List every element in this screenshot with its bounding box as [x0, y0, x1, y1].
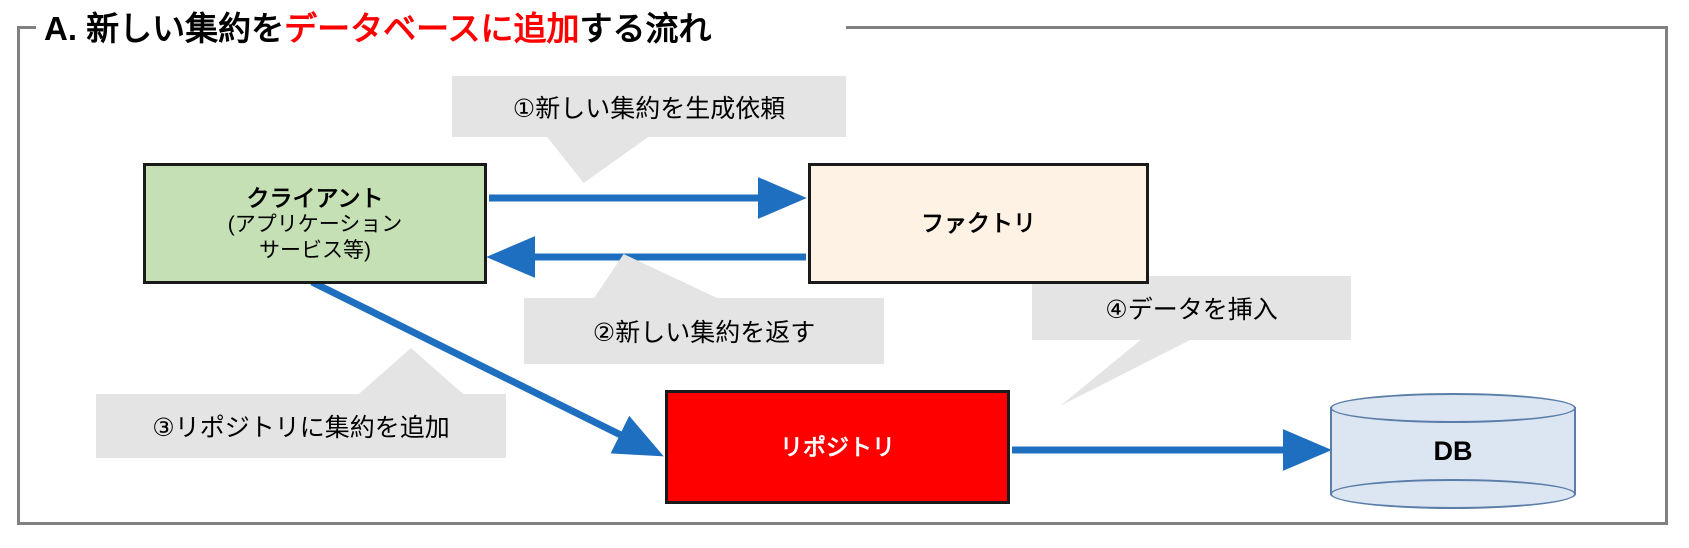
- page-title: A. 新しい集約をデータベースに追加する流れ: [44, 2, 712, 50]
- node-factory[interactable]: ファクトリ: [808, 163, 1149, 284]
- database-cylinder-bottom: [1330, 479, 1576, 509]
- node-client-subtitle-line2: サービス等): [259, 238, 371, 262]
- node-database[interactable]: DB: [1330, 393, 1576, 509]
- title-notch: [36, 12, 846, 42]
- title-highlight: データベースに追加: [284, 10, 580, 47]
- callout-4: ④データを挿入: [1032, 276, 1351, 406]
- callout-1-tail: [544, 133, 654, 183]
- callout-4-label: ④データを挿入: [1032, 276, 1351, 340]
- node-client[interactable]: クライアント (アプリケーション サービス等): [143, 163, 487, 284]
- title-suffix: する流れ: [579, 10, 712, 47]
- node-client-title: クライアント: [246, 184, 384, 211]
- callout-4-tail: [1060, 334, 1202, 406]
- callout-1: ①新しい集約を生成依頼: [452, 76, 846, 183]
- node-database-title: DB: [1433, 435, 1473, 466]
- callout-3-label: ③リポジトリに集約を追加: [96, 394, 506, 458]
- callout-3: ③リポジトリに集約を追加: [96, 348, 506, 458]
- callout-2: ②新しい集約を返す: [524, 254, 884, 364]
- node-repository[interactable]: リポジトリ: [665, 390, 1010, 504]
- callout-2-tail: [590, 254, 730, 304]
- node-repository-title: リポジトリ: [780, 433, 895, 460]
- node-factory-title: ファクトリ: [921, 210, 1036, 237]
- node-client-subtitle-line1: (アプリケーション: [227, 212, 403, 236]
- callout-1-label: ①新しい集約を生成依頼: [452, 76, 846, 137]
- callout-3-tail: [352, 348, 470, 400]
- callout-2-label: ②新しい集約を返す: [524, 298, 884, 364]
- database-cylinder-top: [1330, 393, 1576, 423]
- title-prefix: A. 新しい集約を: [44, 10, 285, 47]
